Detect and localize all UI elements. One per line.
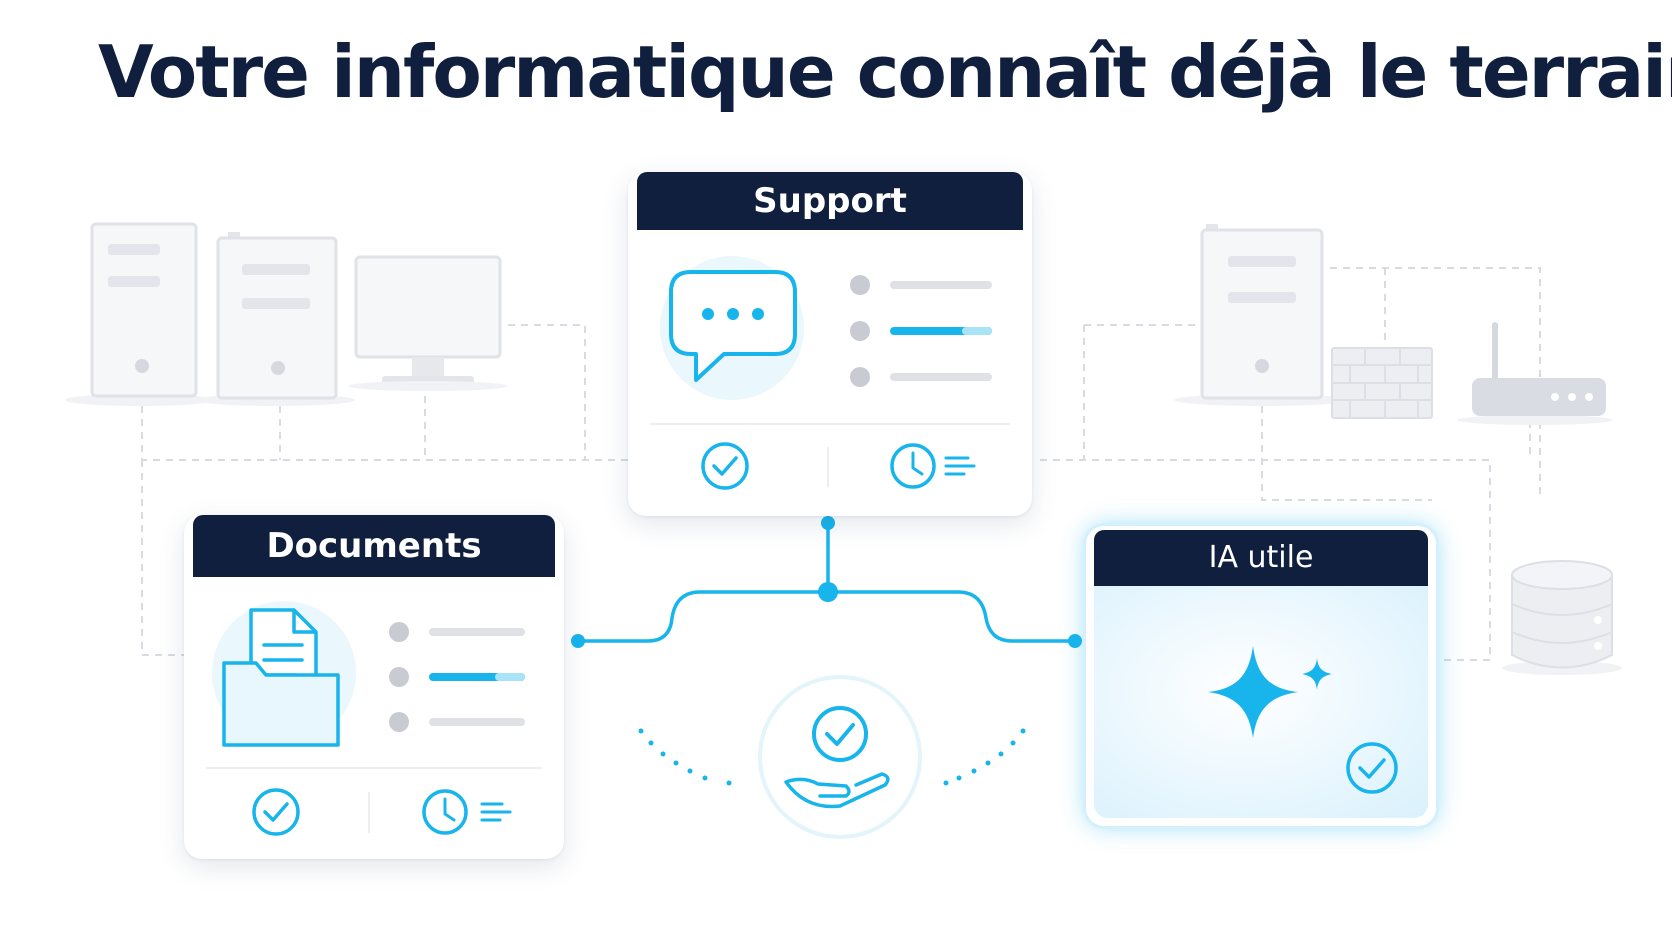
monitor-icon (348, 255, 508, 391)
firewall-icon (1331, 347, 1433, 419)
headline: Votre informatique connaît déjà le terra… (98, 30, 1672, 114)
connector-nodes (571, 516, 1082, 648)
server-icon (195, 232, 355, 406)
ia-card: IA utile (1086, 526, 1436, 826)
support-card-header: Support (637, 172, 1023, 230)
folder-document-icon (222, 608, 340, 747)
chat-bubble-icon (669, 270, 797, 382)
check-circle-icon (1346, 742, 1398, 794)
hand-check-icon (758, 675, 922, 839)
support-card-body (650, 256, 1010, 490)
database-icon (1502, 560, 1622, 675)
check-circle-icon (701, 442, 749, 490)
sparkle-icon (1208, 646, 1332, 738)
list-lines (850, 275, 992, 387)
server-icon (65, 222, 215, 406)
dotted-arcs (638, 728, 1026, 786)
list-lines (389, 622, 525, 732)
router-icon (1457, 322, 1613, 425)
connector-lines (578, 523, 1075, 643)
documents-card-header: Documents (193, 515, 555, 577)
documents-card: Documents (184, 515, 564, 859)
documents-card-body (206, 601, 542, 836)
ia-card-body (1208, 646, 1398, 794)
server-icon (1174, 224, 1350, 406)
clock-list-icon (890, 443, 976, 489)
clock-list-icon (422, 789, 512, 835)
check-circle-icon (252, 788, 300, 836)
support-card: Support (628, 172, 1032, 516)
ia-card-header: IA utile (1094, 530, 1428, 586)
